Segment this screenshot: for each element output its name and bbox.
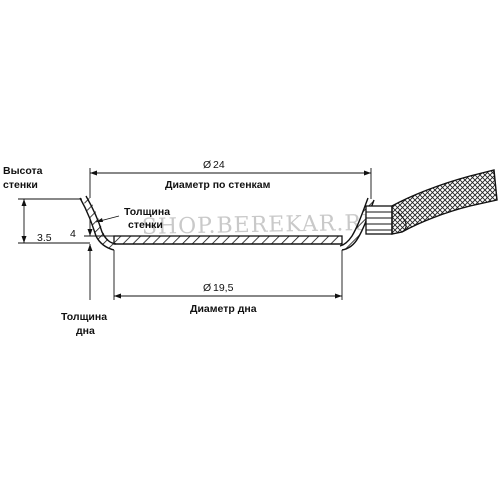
wall-thickness-label-line1: Толщина <box>124 206 170 218</box>
top-diameter-caption: Диаметр по стенкам <box>165 179 271 191</box>
wall-height-label-line1: Высота <box>3 165 43 177</box>
bottom-thickness-label-line2: дна <box>76 325 95 337</box>
pan-bottom <box>113 235 343 245</box>
bottom-thickness-value: 4 <box>70 228 76 240</box>
wall-height-dimension <box>18 198 90 244</box>
bottom-thickness-label-line1: Толщина <box>61 311 107 323</box>
bottom-diameter-caption: Диаметр дна <box>190 303 257 315</box>
wall-thickness-label-line2: стенки <box>128 219 163 231</box>
pan-handle <box>365 169 498 235</box>
bottom-diameter-dimension <box>113 250 343 300</box>
watermark: SHOP.BEREKAR.RU <box>142 211 382 240</box>
bottom-diameter-value: 19,5 <box>213 282 234 294</box>
top-diameter-dimension <box>89 168 372 199</box>
bottom-thickness-dimension <box>84 218 114 300</box>
wall-thickness-leader <box>95 215 120 223</box>
wall-height-value: 3.5 <box>37 232 52 244</box>
bottom-diameter-symbol: Ø <box>203 282 211 294</box>
top-diameter-symbol: Ø <box>203 159 211 171</box>
wall-height-label-line2: стенки <box>3 179 38 191</box>
top-diameter-value: 24 <box>213 159 225 171</box>
